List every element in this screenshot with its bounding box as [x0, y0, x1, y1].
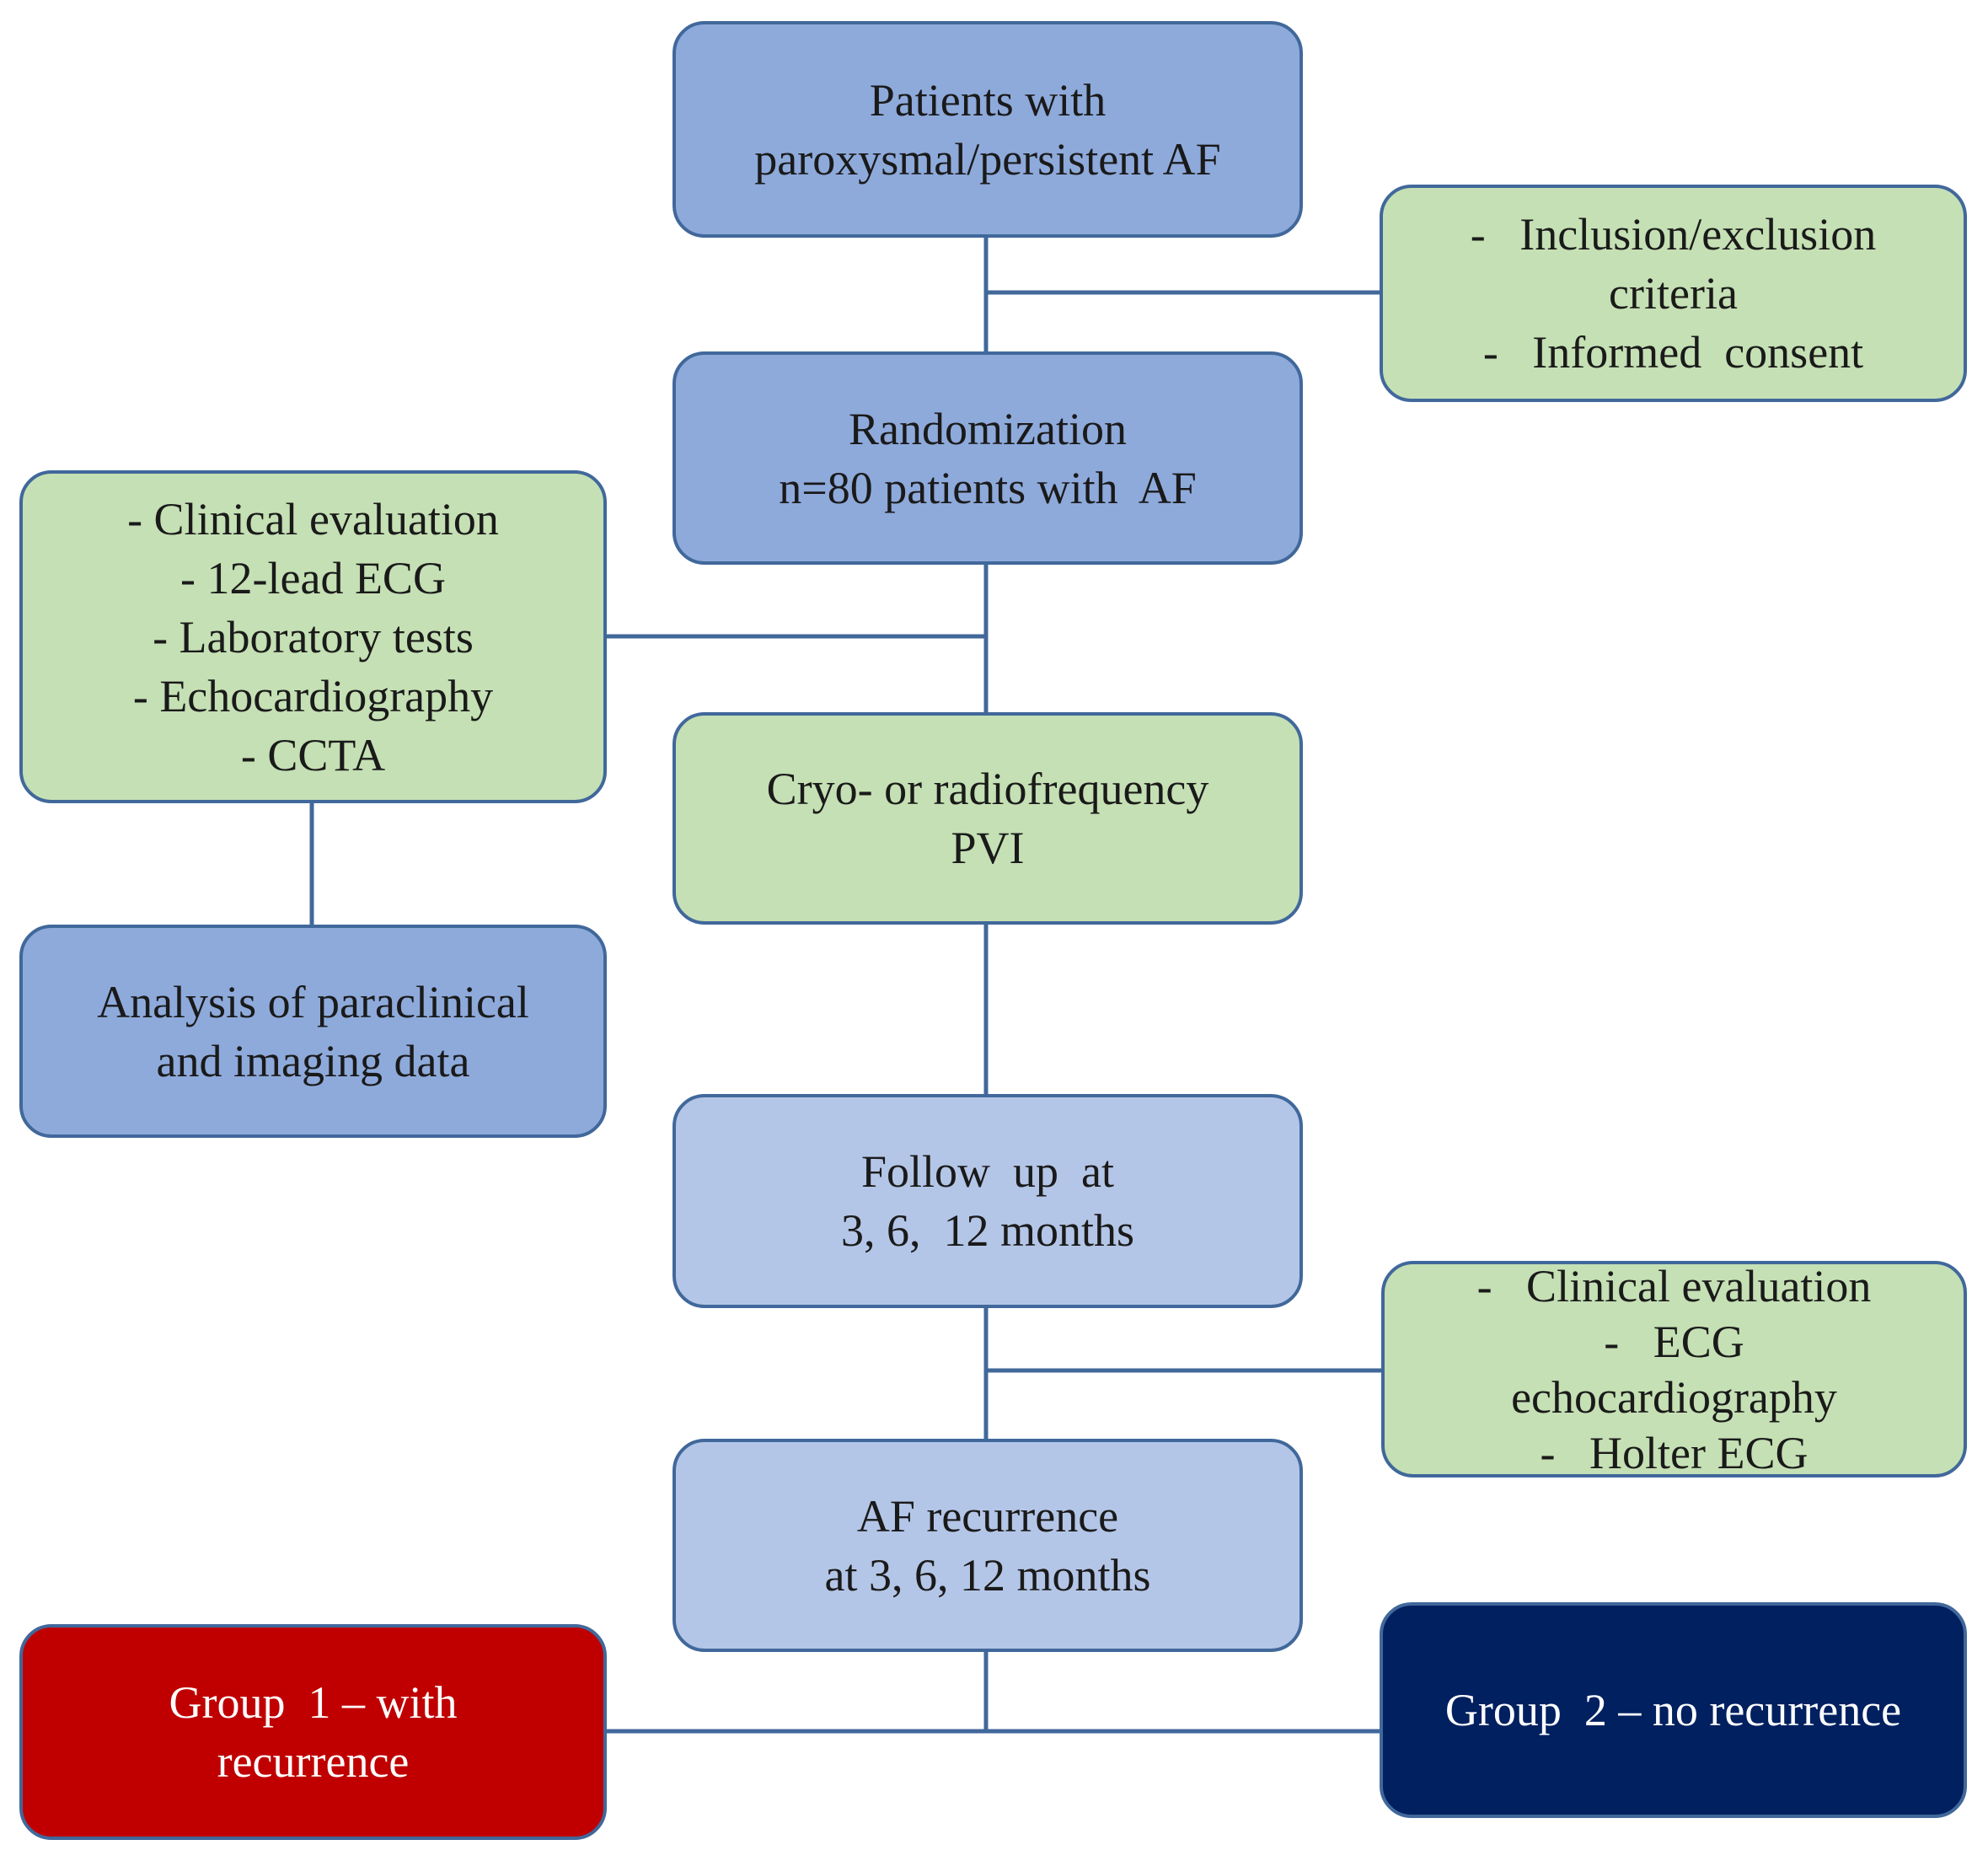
pvi-line-2: PVI: [951, 823, 1025, 873]
followup-box: Follow up at 3, 6, 12 months: [672, 1094, 1303, 1308]
group2-box: Group 2 – no recurrence: [1380, 1602, 1967, 1818]
followup-tests-box: - Clinical evaluation - ECG echocardiogr…: [1381, 1261, 1967, 1478]
analysis-line-2: and imaging data: [156, 1035, 470, 1086]
criteria-line-2: criteria: [1609, 268, 1738, 319]
criteria-line-3: - Informed consent: [1482, 327, 1864, 378]
followup-tests-line-2: - ECG: [1604, 1316, 1744, 1367]
patients-line-1: Patients with: [869, 74, 1107, 126]
patients-line-2: paroxysmal/persistent AF: [754, 133, 1221, 185]
analysis-box: Analysis of paraclinical and imaging dat…: [19, 925, 607, 1138]
followup-tests-line-4: - Holter ECG: [1540, 1427, 1808, 1478]
followup-line-2: 3, 6, 12 months: [840, 1205, 1135, 1256]
followup-tests-line-3: echocardiography: [1511, 1371, 1837, 1423]
followup-line-1: Follow up at: [860, 1146, 1114, 1197]
patients-box: Patients with paroxysmal/persistent AF: [672, 21, 1303, 238]
evaluation-line-2: - 12-lead ECG: [180, 552, 446, 603]
pvi-box: Cryo- or radiofrequency PVI: [672, 712, 1303, 925]
evaluation-box: - Clinical evaluation - 12-lead ECG - La…: [19, 470, 607, 803]
followup-tests-line-1: - Clinical evaluation: [1476, 1260, 1872, 1311]
evaluation-line-1: - Clinical evaluation: [127, 493, 499, 544]
evaluation-line-4: - Echocardiography: [132, 670, 494, 721]
recurrence-line-1: AF recurrence: [856, 1490, 1119, 1542]
randomization-line-2: n=80 patients with AF: [779, 462, 1197, 513]
randomization-box: Randomization n=80 patients with AF: [672, 351, 1303, 565]
randomization-line-1: Randomization: [849, 403, 1127, 454]
group2-line-1: Group 2 – no recurrence: [1444, 1685, 1902, 1735]
evaluation-line-3: - Laboratory tests: [153, 611, 474, 662]
analysis-line-1: Analysis of paraclinical: [97, 976, 529, 1027]
group1-box: Group 1 – with recurrence: [19, 1624, 607, 1840]
criteria-box: - Inclusion/exclusion criteria - Informe…: [1380, 185, 1967, 402]
pvi-line-1: Cryo- or radiofrequency: [766, 764, 1209, 814]
group1-line-2: recurrence: [217, 1736, 410, 1787]
recurrence-line-2: at 3, 6, 12 months: [824, 1549, 1151, 1601]
criteria-line-1: - Inclusion/exclusion: [1470, 209, 1877, 260]
recurrence-box: AF recurrence at 3, 6, 12 months: [672, 1439, 1303, 1652]
evaluation-line-5: - CCTA: [240, 729, 386, 780]
group1-line-1: Group 1 – with: [169, 1677, 458, 1728]
